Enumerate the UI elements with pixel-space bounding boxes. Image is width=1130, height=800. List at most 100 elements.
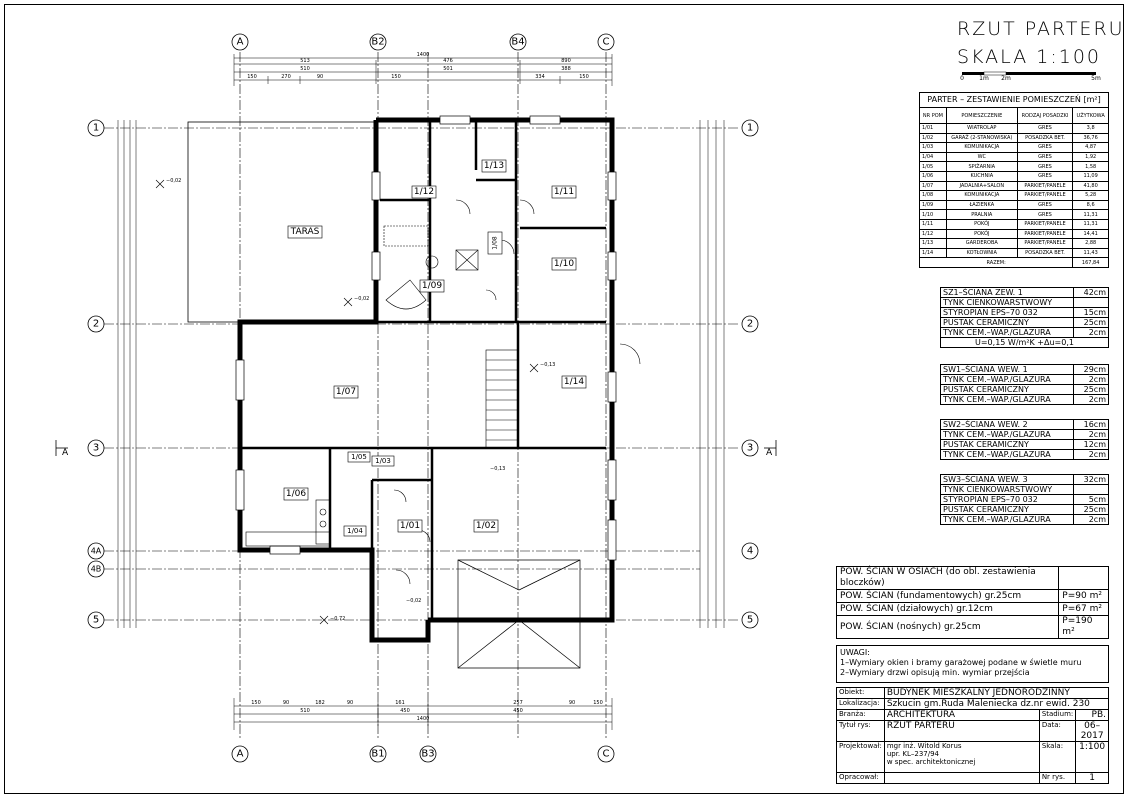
room-box-1-06 bbox=[283, 487, 309, 501]
room-name: SPIŻARNIA bbox=[945, 161, 1018, 172]
stamp-stage-label: Stadium: bbox=[1038, 709, 1077, 721]
wall-layer-name: TYNK CIENKOWARSTWOWY bbox=[940, 297, 1074, 308]
dimension-lines-top bbox=[233, 54, 613, 86]
room-name: GARDEROBA bbox=[945, 238, 1018, 249]
axis-bubble-left-1 bbox=[87, 119, 105, 137]
axis-bubble-left-2 bbox=[87, 315, 105, 333]
room-number: 1/02 bbox=[919, 132, 947, 144]
room-area: 11,09 bbox=[1072, 170, 1109, 182]
axis-bubble-top-a bbox=[231, 33, 249, 51]
wall-area-label-2: POW. ŚCIAN (działowych) gr.12cm bbox=[835, 602, 1060, 616]
stamp-location-label: Lokalizacja: bbox=[836, 698, 885, 710]
room-area: 14,41 bbox=[1072, 228, 1109, 240]
stamp-stage: PB. bbox=[1075, 709, 1109, 721]
room-area: 3,8 bbox=[1072, 123, 1109, 134]
wall-layer-name: TYNK CEM.–WAP./GLAZURA bbox=[940, 374, 1074, 385]
kitchen-counter bbox=[245, 499, 331, 547]
dim-bot-j: 450 bbox=[400, 708, 410, 714]
wall-layer-thickness: 12cm bbox=[1073, 439, 1109, 450]
wall-area-label-0: POW. ŚCIAN W OSIACH (do obl. zestawienia… bbox=[835, 566, 1060, 590]
room-area: 4,87 bbox=[1072, 142, 1109, 153]
staircase bbox=[485, 349, 519, 449]
wall-type-thickness: 42cm bbox=[1073, 287, 1109, 298]
wall-areas-table: POW. ŚCIAN W OSIACH (do obl. zestawienia… bbox=[835, 566, 1109, 639]
axis-label-left-1: 1 bbox=[93, 123, 99, 134]
room-area: 36,76 bbox=[1072, 132, 1109, 144]
room-name: KOMUNIKACJA bbox=[945, 190, 1018, 201]
axis-label-right-2: 2 bbox=[747, 319, 753, 330]
room-box-taras bbox=[287, 225, 323, 239]
dim-top-l: 150 bbox=[579, 74, 589, 80]
room-name: POKÓJ bbox=[945, 218, 1018, 230]
room-box-1-02 bbox=[473, 519, 499, 533]
dim-top-e: 501 bbox=[443, 66, 453, 72]
wall-area-value-2: P=67 m² bbox=[1058, 602, 1109, 616]
drawing-sheet bbox=[4, 4, 1124, 794]
axis-bubble-right-2 bbox=[741, 315, 759, 333]
room-floor: PARKIET/PANELE bbox=[1016, 218, 1074, 230]
room-label-taras: TARAS bbox=[290, 227, 320, 237]
dim-top-f: 388 bbox=[561, 66, 571, 72]
total-value: 167,84 bbox=[1072, 257, 1109, 268]
axis-label-bottom-a: A bbox=[237, 749, 244, 760]
title-block: Obiekt: BUDYNEK MIESZKALNY JEDNORODZINNY… bbox=[836, 687, 1110, 784]
room-label-1-05: 1/05 bbox=[351, 453, 367, 461]
axis-label-left-5: 5 bbox=[93, 615, 99, 626]
scale-bar-1m: 1m bbox=[979, 75, 989, 82]
wall-layer-thickness: 15cm bbox=[1073, 307, 1109, 318]
room-number: 1/12 bbox=[919, 228, 947, 240]
room-number: 1/13 bbox=[919, 238, 947, 249]
room-number: 1/07 bbox=[919, 180, 947, 192]
wall-layer-thickness: 25cm bbox=[1073, 384, 1109, 395]
wall-area-value-0 bbox=[1058, 566, 1109, 590]
wall-area-value-3: P=190 m² bbox=[1058, 615, 1109, 639]
room-label-1-07: 1/07 bbox=[336, 387, 356, 397]
room-box-1-11 bbox=[551, 185, 577, 199]
wall-layer-name: TYNK CEM.–WAP./GLAZURA bbox=[940, 429, 1074, 440]
col-header-room: POMIESZCZENIE bbox=[945, 107, 1018, 124]
scale-bar bbox=[962, 71, 1096, 76]
stamp-designer-spec: w spec. architektonicznej bbox=[886, 758, 976, 766]
axis-bubble-bottom-b1 bbox=[369, 745, 387, 763]
room-label-1-09: 1/09 bbox=[422, 281, 442, 291]
room-floor: POSADZKA BET. bbox=[1016, 247, 1074, 259]
notes-box: UWAGI: 1–Wymiary okien i bramy garażowej… bbox=[836, 645, 1109, 683]
axis-label-bottom-c: C bbox=[603, 749, 610, 760]
room-box-1-03 bbox=[343, 525, 367, 537]
axis-bubble-bottom-b3 bbox=[419, 745, 437, 763]
room-box-1-14 bbox=[561, 375, 587, 389]
col-header-floor: RODZAJ POSADZKI bbox=[1016, 107, 1074, 124]
level-boiler: −0,13 bbox=[540, 362, 555, 368]
room-area: 5,28 bbox=[1072, 190, 1109, 201]
room-area: 11,31 bbox=[1072, 209, 1109, 220]
bathroom-fixtures bbox=[383, 225, 479, 310]
level-garage: −0,13 bbox=[490, 466, 505, 472]
dim-top-h: 270 bbox=[281, 74, 291, 80]
room-number: 1/05 bbox=[919, 161, 947, 172]
room-box-1-09 bbox=[419, 279, 445, 293]
room-area: 11,43 bbox=[1072, 247, 1109, 259]
wall-type-thickness: 29cm bbox=[1073, 364, 1109, 375]
wall-layer-thickness: 2cm bbox=[1073, 374, 1109, 385]
level-entry: −0,02 bbox=[406, 598, 421, 604]
stamp-object: BUDYNEK MIESZKALNY JEDNORODZINNY bbox=[883, 687, 1110, 699]
room-floor: GRES bbox=[1016, 199, 1074, 211]
room-label-1-10: 1/10 bbox=[554, 259, 574, 269]
room-box-1-12 bbox=[411, 185, 437, 199]
col-header-area: UŻYTKOWA bbox=[1072, 107, 1109, 124]
stamp-location: Szkucin gm.Ruda Maleniecka dz.nr ewid. 2… bbox=[883, 698, 1110, 710]
wall-layer-thickness bbox=[1073, 297, 1109, 308]
dim-top-total: 1400 bbox=[417, 52, 430, 58]
wall-layer-name: PUSTAK CERAMICZNY bbox=[940, 504, 1074, 515]
wall-layer-thickness: 2cm bbox=[1073, 394, 1109, 405]
axis-bubble-bottom-c bbox=[597, 745, 615, 763]
axis-bubble-left-4b bbox=[87, 560, 105, 578]
room-area: 1,58 bbox=[1072, 161, 1109, 172]
wall-layer-name: TYNK CEM.–WAP./GLAZURA bbox=[940, 394, 1074, 405]
room-number: 1/10 bbox=[919, 209, 947, 220]
room-name: PRALNIA bbox=[945, 209, 1018, 220]
